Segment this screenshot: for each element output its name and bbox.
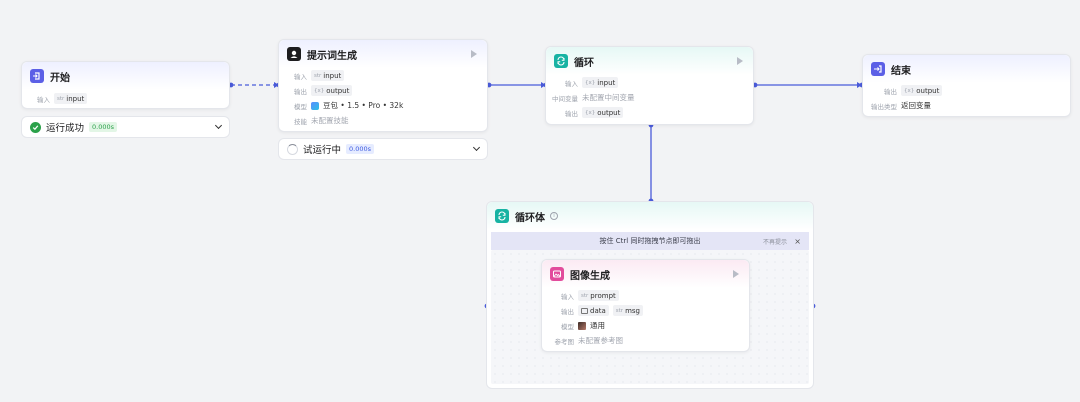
run-icon[interactable]	[733, 270, 739, 278]
output-label: 输出	[561, 307, 574, 316]
prompt-output-row: 输出 {x}output	[279, 83, 487, 98]
info-icon[interactable]: i	[550, 212, 558, 220]
model-value: 通用	[590, 321, 605, 330]
reference-value: 未配置参考图	[578, 336, 623, 345]
input-label: 输入	[294, 72, 307, 81]
variable-value: 未配置中间变量	[582, 93, 635, 102]
status-time-badge: 0.000s	[346, 144, 375, 154]
drag-hint-bar: 按住 Ctrl 同时拖拽节点即可拖出 不再提示 ×	[491, 232, 809, 250]
skill-label: 技能	[294, 117, 307, 126]
loop-body-title: 循环体	[515, 212, 545, 224]
variable-chip: data	[578, 305, 609, 316]
loop-icon	[495, 209, 509, 223]
image-node-header: 图像生成	[542, 260, 749, 288]
run-icon[interactable]	[737, 57, 743, 65]
prompt-run-status[interactable]: 试运行中 0.000s	[278, 138, 488, 160]
output-type-value: 返回变量	[901, 101, 931, 110]
variable-chip: {x}output	[901, 85, 943, 96]
loop-node-header: 循环	[546, 47, 753, 75]
skill-value: 未配置技能	[311, 116, 349, 125]
variable-chip: {x}output	[582, 107, 624, 118]
check-circle-icon	[30, 121, 41, 133]
end-output-row: 输出 {x}output	[863, 83, 1070, 98]
end-node-header: 结束	[863, 55, 1070, 83]
model-label: 模型	[294, 102, 307, 111]
loop-output-row: 输出 {x}output	[546, 105, 753, 120]
loop-variable-row: 中间变量 未配置中间变量	[546, 90, 753, 105]
variable-label: 中间变量	[552, 94, 578, 103]
status-text: 运行成功	[46, 123, 85, 134]
end-output-type-row: 输出类型 返回变量	[863, 98, 1070, 113]
image-icon	[550, 267, 564, 281]
spinner-icon	[287, 143, 298, 155]
loop-node[interactable]: 循环 输入 {x}input 中间变量 未配置中间变量 输出 {x}output	[545, 46, 754, 125]
end-node[interactable]: 结束 输出 {x}output 输出类型 返回变量	[862, 54, 1071, 117]
input-label: 输入	[37, 95, 50, 104]
output-label: 输出	[294, 87, 307, 96]
model-value: 豆包 • 1.5 • Pro • 32k	[323, 101, 404, 110]
exit-door-icon	[30, 69, 44, 83]
variable-chip: {x}output	[311, 85, 353, 96]
variable-chip: {x}input	[582, 77, 619, 88]
picture-icon	[581, 307, 588, 314]
model-avatar-icon	[578, 321, 586, 330]
status-text: 试运行中	[303, 145, 342, 156]
loop-input-row: 输入 {x}input	[546, 75, 753, 90]
chevron-down-icon[interactable]	[214, 121, 223, 130]
model-label: 模型	[561, 322, 574, 331]
doubao-model-icon	[311, 101, 319, 110]
input-label: 输入	[565, 79, 578, 88]
reference-label: 参考图	[554, 337, 575, 346]
loop-body-header: 循环体 i	[487, 202, 813, 230]
start-node-header: 开始	[22, 62, 229, 90]
end-node-title: 结束	[891, 65, 911, 77]
output-type-label: 输出类型	[871, 102, 897, 111]
image-model-row: 模型 通用	[542, 318, 749, 333]
close-icon[interactable]: ×	[794, 236, 801, 246]
start-run-status[interactable]: 运行成功 0.000s	[21, 116, 230, 138]
dismiss-hint-link[interactable]: 不再提示	[762, 238, 787, 246]
prompt-model-row: 模型 豆包 • 1.5 • Pro • 32k	[279, 98, 487, 113]
chevron-down-icon[interactable]	[472, 143, 481, 152]
start-node-title: 开始	[50, 72, 70, 84]
image-ref-row: 参考图 未配置参考图	[542, 333, 749, 348]
run-icon[interactable]	[471, 50, 477, 58]
loop-node-title: 循环	[574, 57, 594, 69]
loop-icon	[554, 54, 568, 68]
prompt-skill-row: 技能 未配置技能	[279, 113, 487, 128]
prompt-node-title: 提示词生成	[307, 50, 357, 62]
status-time-badge: 0.000s	[89, 122, 118, 132]
image-node-title: 图像生成	[570, 270, 610, 282]
prompt-node-header: 提示词生成	[279, 40, 487, 68]
output-label: 输出	[565, 109, 578, 118]
output-label: 输出	[884, 87, 897, 96]
flag-exit-icon	[871, 62, 885, 76]
input-label: 输入	[561, 292, 574, 301]
prompt-avatar-icon	[287, 47, 301, 61]
hint-text: 按住 Ctrl 同时拖拽节点即可拖出	[599, 237, 701, 245]
